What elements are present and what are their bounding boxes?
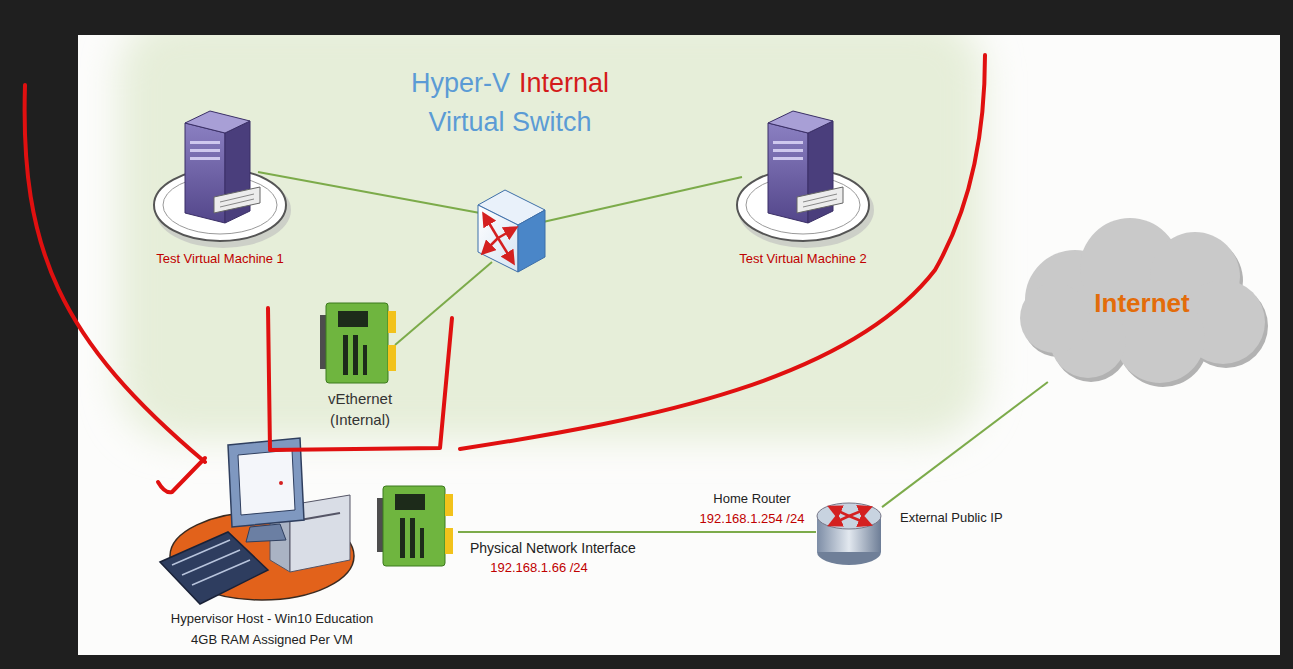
node-caption: 192.168.1.254 /24: [700, 511, 805, 527]
node-caption: 192.168.1.66 /24: [490, 560, 588, 576]
node-caption: Test Virtual Machine 2: [739, 251, 867, 267]
network-link: [882, 382, 1048, 507]
node-caption: External Public IP: [900, 510, 1003, 526]
network-link: [458, 531, 816, 533]
title-line: Hyper-VInternal: [330, 64, 690, 103]
node-caption: vEthernet (Internal): [312, 388, 408, 430]
title-text: Internal: [519, 64, 609, 103]
title-text: Virtual Switch: [428, 103, 591, 142]
node-caption: Physical Network Interface: [470, 540, 636, 556]
physical-nic: Physical Network Interface192.168.1.66 /…: [378, 493, 458, 571]
title-text: Hyper-V: [411, 64, 510, 103]
virtual-machine: Test Virtual Machine 1: [150, 105, 290, 245]
node-caption: Home Router: [713, 491, 790, 507]
virtual-machine: Test Virtual Machine 2: [733, 105, 873, 245]
virtual-nic: vEthernet (Internal): [320, 300, 400, 386]
internet-cloud: Internet: [1018, 240, 1266, 382]
node-caption: Test Virtual Machine 1: [156, 251, 284, 267]
title-block: Hyper-VInternal Virtual Switch: [330, 64, 690, 142]
node-caption: 4GB RAM Assigned Per VM: [191, 632, 353, 648]
node-caption: Hypervisor Host - Win10 Education: [171, 611, 373, 627]
node-caption: Internet: [1094, 287, 1189, 319]
title-line: Virtual Switch: [330, 103, 690, 142]
home-router: Home Router192.168.1.254 /24External Pub…: [816, 497, 882, 567]
hypervisor-host: Hypervisor Host - Win10 Education4GB RAM…: [165, 438, 365, 602]
